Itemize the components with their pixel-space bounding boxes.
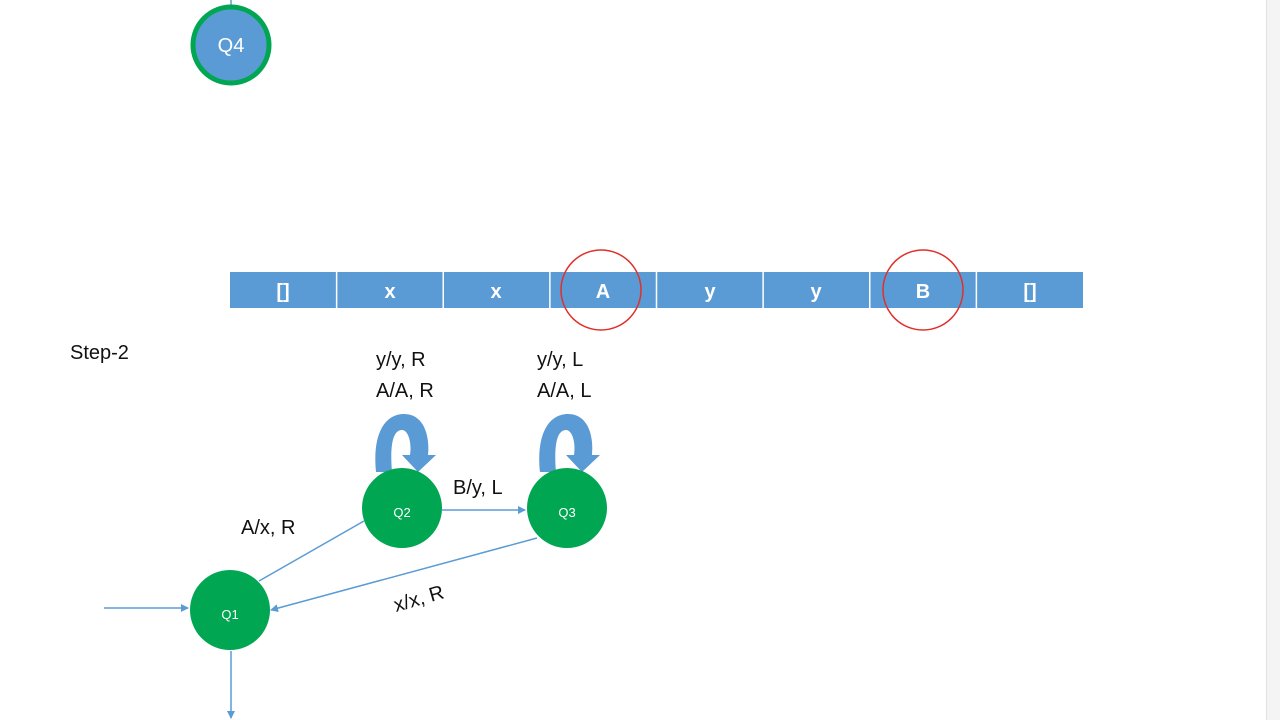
tape-cell-1-text: x [384, 281, 395, 303]
q2-loop-label-1: y/y, R [376, 349, 426, 371]
tape-cell-4: y [704, 281, 716, 303]
edge-q1-q2: A/x, R [241, 517, 365, 582]
tape-cell-5: y [810, 281, 822, 303]
tape-cell-6-text: B [916, 281, 930, 303]
state-q3-label: Q3 [558, 505, 575, 520]
highlight-circle-a [560, 249, 642, 331]
state-q4: Q4 [190, 0, 272, 86]
edge-q3-q1: x/x, R [270, 537, 538, 617]
highlight-circle-b [882, 249, 964, 331]
edge-q1-q2-label: A/x, R [241, 517, 295, 539]
tape-cell-4-text: y [704, 281, 716, 303]
right-scroll-strip [1266, 0, 1280, 720]
tape-cell-2-text: x [490, 281, 501, 303]
state-q4-label: Q4 [218, 35, 245, 57]
tape-cell-3: A [596, 281, 610, 303]
state-q1: Q1 [190, 570, 270, 650]
tape-cell-0-text: [] [276, 281, 289, 303]
state-q3: Q3 [527, 468, 607, 548]
tape-cell-7-text: [] [1023, 281, 1036, 303]
state-q1-label: Q1 [221, 607, 238, 622]
q3-loop-label-2: A/A, L [537, 380, 591, 402]
tape: [] x x A y y B [] [230, 249, 1083, 331]
step-label: Step-2 [70, 342, 129, 364]
state-q2: Q2 [362, 468, 442, 548]
tape-cell-7: [] [1023, 281, 1036, 303]
q2-loop-label-2: A/A, R [376, 380, 434, 402]
edge-q2-q3: B/y, L [442, 477, 526, 514]
edge-q3-q1-label: x/x, R [391, 582, 446, 617]
q3-loop-arrow [539, 414, 600, 472]
q3-self-loop: y/y, L A/A, L [537, 349, 600, 472]
state-q2-label: Q2 [393, 505, 410, 520]
q2-self-loop: y/y, R A/A, R [375, 349, 436, 472]
tape-cell-2: x [490, 281, 501, 303]
edge-q2-q3-label: B/y, L [453, 477, 503, 499]
q2-loop-arrow [375, 414, 436, 472]
tape-dividers [335, 272, 978, 308]
tape-cell-5-text: y [810, 281, 822, 303]
tape-cell-1: x [384, 281, 395, 303]
tape-cell-3-text: A [596, 281, 610, 303]
q3-loop-label-1: y/y, L [537, 349, 583, 371]
tape-cell-0: [] [276, 281, 289, 303]
tape-cell-6: B [916, 281, 930, 303]
